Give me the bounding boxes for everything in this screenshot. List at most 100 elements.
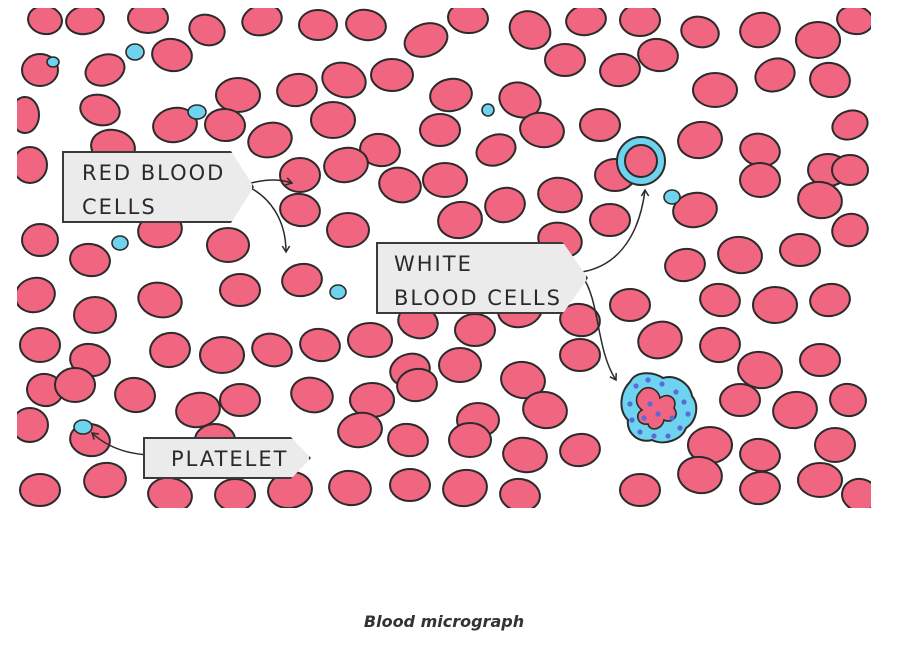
red-blood-cell <box>559 302 601 338</box>
red-blood-cell <box>589 203 631 237</box>
red-blood-cell <box>127 8 169 34</box>
red-blood-cell <box>448 422 492 458</box>
red-blood-cell <box>279 192 321 228</box>
red-blood-cell <box>215 77 261 113</box>
red-blood-cell <box>378 166 422 204</box>
red-blood-cell <box>752 286 798 324</box>
red-blood-cell <box>797 462 843 498</box>
figure-caption: Blood micrograph <box>363 612 525 631</box>
red-blood-cell <box>831 212 869 248</box>
red-blood-cell <box>739 470 781 506</box>
red-blood-cell <box>65 8 105 36</box>
red-blood-cell <box>499 477 541 508</box>
red-blood-cells-label: RED BLOOD CELLS <box>62 151 254 223</box>
red-blood-cell <box>559 338 601 372</box>
red-blood-cell <box>241 8 283 37</box>
red-blood-cell <box>637 320 683 360</box>
red-blood-cell <box>403 22 449 58</box>
red-blood-cell <box>437 200 483 240</box>
red-blood-cell <box>251 332 293 368</box>
red-blood-cell <box>73 296 117 334</box>
red-blood-cell <box>279 157 321 193</box>
white-blood-cell <box>620 372 698 444</box>
red-blood-cell <box>299 327 341 363</box>
red-blood-cell <box>347 322 393 358</box>
red-blood-cell <box>522 390 568 430</box>
red-blood-cell <box>829 382 867 418</box>
red-blood-cell <box>247 121 293 159</box>
red-blood-cell <box>175 391 221 429</box>
white-blood-cell <box>616 136 666 186</box>
red-blood-cell <box>809 61 851 99</box>
red-blood-cell <box>149 331 191 369</box>
red-blood-cell <box>419 113 461 147</box>
red-blood-cell <box>79 93 121 127</box>
red-blood-cell <box>754 57 796 93</box>
red-blood-cell <box>841 477 871 508</box>
red-blood-cell <box>692 72 738 108</box>
red-blood-cell <box>214 478 256 508</box>
red-blood-cell <box>502 436 548 474</box>
red-blood-cell <box>219 273 261 307</box>
red-blood-cell <box>500 360 546 400</box>
red-blood-cell <box>298 9 338 41</box>
red-blood-cell <box>519 111 565 149</box>
red-blood-cell <box>619 8 661 37</box>
red-blood-cell <box>345 8 387 42</box>
red-blood-cell <box>429 77 473 113</box>
red-blood-cell <box>677 455 723 495</box>
red-blood-cell <box>717 235 763 275</box>
red-blood-cell <box>83 461 127 499</box>
red-blood-cell <box>719 383 761 417</box>
red-blood-cell <box>672 191 718 229</box>
red-blood-cell <box>484 186 526 224</box>
red-blood-cell <box>219 383 261 417</box>
red-blood-cell <box>579 108 621 142</box>
red-blood-cell <box>326 212 370 248</box>
red-blood-cell <box>337 411 383 449</box>
red-blood-cell <box>814 427 856 463</box>
red-blood-cell <box>17 96 40 134</box>
platelet <box>329 284 347 300</box>
red-blood-cell <box>276 72 318 108</box>
red-blood-cell <box>637 37 679 73</box>
white-blood-cells-label: WHITE BLOOD CELLS <box>376 242 588 314</box>
red-blood-cell <box>151 37 193 73</box>
red-blood-cell <box>737 350 783 390</box>
red-blood-cell <box>544 43 586 77</box>
red-blood-cell <box>349 382 395 418</box>
red-blood-cell <box>17 146 48 184</box>
red-blood-cell <box>699 326 741 364</box>
platelet <box>46 56 60 68</box>
red-blood-cell <box>323 146 369 184</box>
micrograph-field <box>17 8 871 508</box>
red-blood-cell <box>19 473 61 507</box>
platelet <box>663 189 681 205</box>
red-blood-cell <box>422 162 468 198</box>
red-blood-cell <box>17 276 56 314</box>
red-blood-cell <box>508 10 552 50</box>
red-blood-cell <box>69 242 111 278</box>
red-blood-cell <box>454 313 496 347</box>
red-blood-cell <box>779 233 821 267</box>
platelet <box>125 43 145 61</box>
red-blood-cell <box>739 11 781 49</box>
red-blood-cell <box>498 81 542 119</box>
red-blood-cell <box>137 281 183 319</box>
red-blood-cell <box>396 367 438 403</box>
red-blood-cell <box>565 8 607 37</box>
red-blood-cell <box>54 367 96 403</box>
red-blood-cell <box>772 390 818 430</box>
red-blood-cell <box>677 120 723 160</box>
red-blood-cell <box>664 247 706 283</box>
red-blood-cell <box>739 162 781 198</box>
red-blood-cell <box>795 21 841 59</box>
platelet-label: PLATELET <box>143 437 311 479</box>
red-blood-cell <box>559 432 601 468</box>
red-blood-cell <box>831 109 869 141</box>
red-blood-cell <box>680 15 720 49</box>
platelet <box>481 103 495 117</box>
red-blood-cell <box>199 336 245 374</box>
red-blood-cell <box>152 106 198 144</box>
